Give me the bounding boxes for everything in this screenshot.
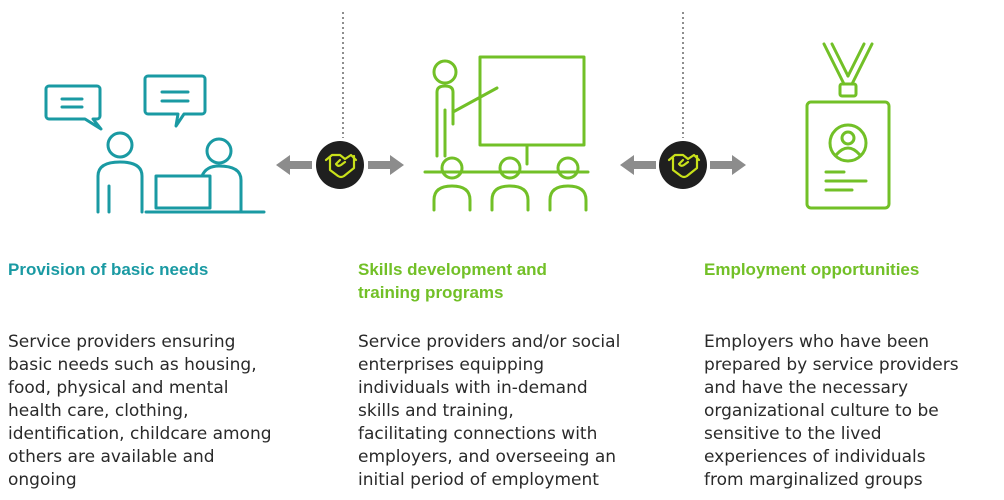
presentation-icon <box>423 55 590 212</box>
body-line: Employers who have been <box>704 332 930 352</box>
body-line: sensitive to the lived <box>704 424 882 444</box>
conversation-icon <box>44 74 266 214</box>
body-line: initial period of employment <box>358 470 599 490</box>
arrow-right-icon <box>368 155 404 175</box>
title-line: Skills development and <box>358 260 547 279</box>
column-body-skills-development: Service providers and/or social enterpri… <box>358 331 620 492</box>
body-line: employers, and overseeing an <box>358 447 617 467</box>
body-line: skills and training, <box>358 401 514 421</box>
arrow-left-icon <box>276 155 312 175</box>
body-line: Service providers ensuring <box>8 332 236 352</box>
body-line: food, physical and mental <box>8 378 229 398</box>
id-badge-icon <box>805 42 891 210</box>
body-line: individuals with in-demand <box>358 378 588 398</box>
body-line: and have the necessary <box>704 378 909 398</box>
diagram-graphics <box>44 12 891 214</box>
connector-right <box>620 141 746 189</box>
arrow-left-icon <box>620 155 656 175</box>
body-line: from marginalized groups <box>704 470 923 490</box>
body-line: organizational culture to be <box>704 401 939 421</box>
body-line: enterprises equipping <box>358 355 545 375</box>
title-line: Employment opportunities <box>704 260 920 279</box>
handshake-icon <box>667 153 701 179</box>
title-line: training programs <box>358 283 504 302</box>
arrow-right-icon <box>710 155 746 175</box>
body-line: health care, clothing, <box>8 401 189 421</box>
body-line: facilitating connections with <box>358 424 598 444</box>
body-line: basic needs such as housing, <box>8 355 257 375</box>
body-line: identification, childcare among <box>8 424 272 444</box>
body-line: prepared by service providers <box>704 355 959 375</box>
connector-left <box>276 141 404 189</box>
column-title-employment: Employment opportunities <box>704 258 1004 281</box>
handshake-icon <box>324 153 358 179</box>
body-line: ongoing <box>8 470 77 490</box>
title-line: Provision of basic needs <box>8 260 209 279</box>
column-body-basic-needs: Service providers ensuring basic needs s… <box>8 331 272 492</box>
body-line: Service providers and/or social <box>358 332 621 352</box>
column-title-basic-needs: Provision of basic needs <box>8 258 318 281</box>
column-body-employment: Employers who have been prepared by serv… <box>704 331 959 492</box>
body-line: others are available and <box>8 447 215 467</box>
column-title-skills-development: Skills development and training programs <box>358 258 668 304</box>
body-line: experiences of individuals <box>704 447 926 467</box>
